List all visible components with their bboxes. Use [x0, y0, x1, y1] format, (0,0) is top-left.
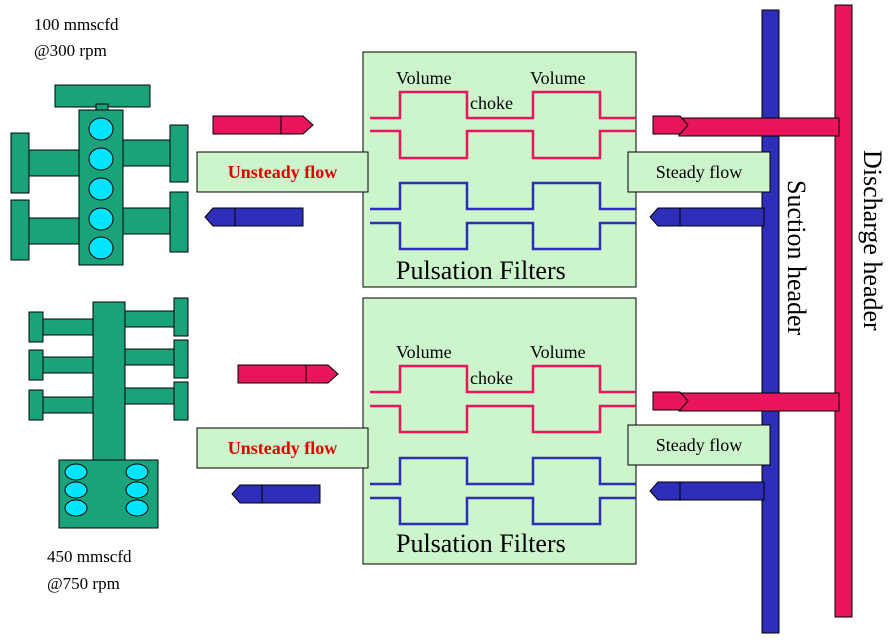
steady-box-top: [627, 151, 771, 193]
suction-connector-top: [678, 207, 765, 227]
pulsation-filter-bottom: [362, 297, 637, 565]
steady-flow-label-bottom: Steady flow: [655, 434, 743, 455]
suction-header-label: Suction header: [782, 180, 811, 336]
unsteady-box-top: [196, 151, 369, 193]
suction-header-pipe: [761, 9, 780, 634]
unsteady-box-bottom: [196, 427, 369, 469]
compressor-top-icon: [10, 84, 189, 266]
choke-label-bottom: choke: [470, 368, 513, 388]
arrow-suction-top-right: [649, 207, 681, 227]
compressor-top-capacity: 100 mmscfd: [34, 15, 119, 34]
arrow-discharge-bottom-left: [237, 364, 339, 384]
arrow-suction-bottom-left: [231, 484, 321, 504]
discharge-connector-top: [678, 117, 840, 137]
volume-label-bottom-right: Volume: [530, 342, 586, 362]
arrow-discharge-top-right: [652, 115, 689, 135]
choke-label-top: choke: [470, 93, 513, 113]
suction-connector-bottom: [678, 481, 765, 501]
arrow-suction-bottom-right: [649, 481, 681, 501]
arrow-suction-top-left: [204, 207, 304, 227]
volume-label-bottom-left: Volume: [396, 342, 452, 362]
steady-box-bottom: [627, 424, 771, 466]
compressor-bottom-capacity: 450 mmscfd: [47, 547, 132, 566]
arrow-discharge-top-left: [212, 115, 314, 135]
compressor-bottom-icon: [28, 297, 189, 529]
steady-flow-label-top: Steady flow: [655, 161, 743, 182]
compressor-top-speed: @300 rpm: [34, 41, 107, 60]
unsteady-flow-label-top: Unsteady flow: [227, 161, 338, 182]
pulsation-filter-top: [362, 51, 637, 288]
volume-label-top-right: Volume: [530, 68, 586, 88]
unsteady-flow-label-bottom: Unsteady flow: [227, 437, 338, 458]
discharge-header-label: Discharge header: [858, 150, 887, 331]
compressor-bottom-speed: @750 rpm: [47, 574, 120, 593]
discharge-connector-bottom: [678, 392, 840, 412]
filter-title-bottom: Pulsation Filters: [396, 529, 566, 558]
arrow-discharge-bottom-right: [652, 391, 689, 411]
discharge-header-pipe: [834, 4, 853, 618]
filter-title-top: Pulsation Filters: [396, 256, 566, 285]
volume-label-top-left: Volume: [396, 68, 452, 88]
